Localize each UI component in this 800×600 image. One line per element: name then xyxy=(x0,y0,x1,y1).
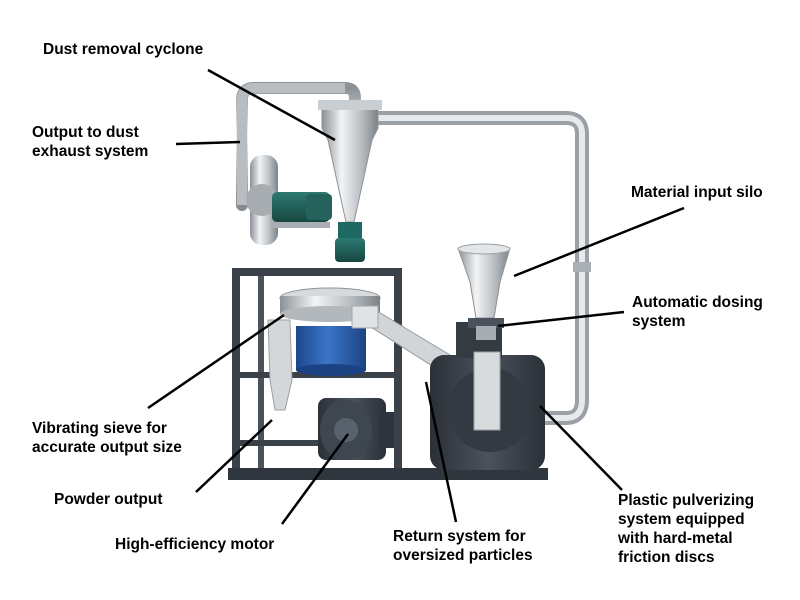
machine-frame xyxy=(228,268,548,480)
main-motor xyxy=(318,398,394,460)
leader-sieve xyxy=(147,313,285,410)
label-dust-cyclone: Dust removal cyclone xyxy=(43,41,204,58)
leader-powder-output xyxy=(195,419,273,493)
leader-dust-exhaust xyxy=(175,140,241,146)
leader-dosing xyxy=(497,310,625,328)
leader-return xyxy=(424,381,458,523)
label-dust-exhaust: Output to dust exhaust system xyxy=(32,124,149,160)
leader-dust-cyclone xyxy=(207,68,336,142)
dust-cyclone xyxy=(318,100,382,262)
exhaust-fan xyxy=(246,155,332,245)
label-motor: High-efficiency motor xyxy=(115,536,275,553)
leader-input-silo xyxy=(513,206,685,278)
label-sieve: Vibrating sieve for accurate output size xyxy=(32,420,182,456)
label-input-silo: Material input silo xyxy=(631,184,763,201)
label-return: Return system for oversized particles xyxy=(393,528,533,564)
label-pulverizer: Plastic pulverizing system equipped with… xyxy=(618,492,755,566)
leader-motor xyxy=(280,433,350,525)
piping xyxy=(236,82,591,425)
leader-pulverizer xyxy=(539,405,623,491)
pulverizer-housing xyxy=(430,322,545,470)
label-dosing: Automatic dosing system xyxy=(632,294,763,330)
leader-lines xyxy=(147,68,685,525)
label-powder-output: Powder output xyxy=(54,491,163,508)
input-silo xyxy=(457,243,511,340)
